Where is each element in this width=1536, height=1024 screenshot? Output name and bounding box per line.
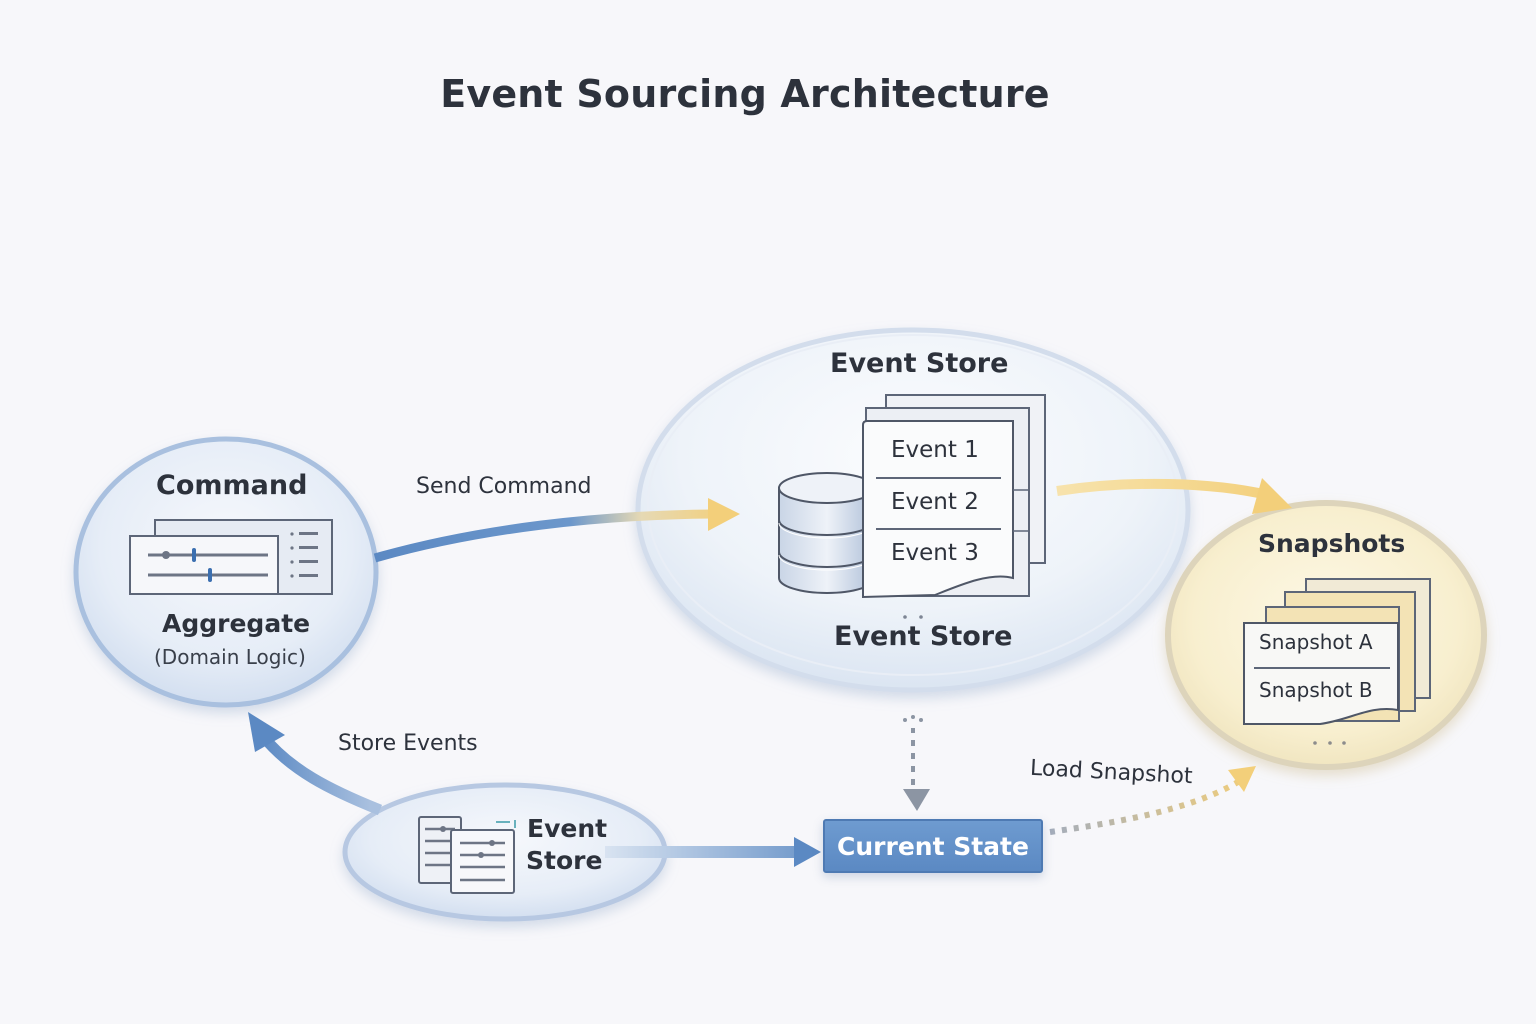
send-command-arrow (373, 509, 713, 563)
page-title: Event Sourcing Architecture (440, 72, 1050, 116)
event-store-small-line2: Store (526, 846, 603, 875)
domain-logic-caption: (Domain Logic) (154, 645, 306, 669)
snapshots-title: Snapshots (1258, 529, 1406, 558)
database-icon (778, 472, 876, 594)
current-state-box[interactable]: Current State (823, 819, 1043, 873)
snapshot-item-b: Snapshot B (1259, 678, 1373, 702)
dotted-down-arrow (903, 715, 930, 811)
send-command-arrowhead (708, 498, 740, 531)
snapshot-item-a: Snapshot A (1259, 630, 1373, 654)
event-pages-stack (862, 394, 1046, 619)
event-store-bubble-ring (647, 334, 1179, 676)
store-events-arrowhead (248, 712, 285, 752)
snapshot-pages-stack (1243, 578, 1431, 745)
event-store-title: Event Store (830, 348, 1009, 379)
event-store-small-line1: Event (527, 814, 608, 843)
store-events-label: Store Events (338, 731, 478, 756)
load-snapshot-arrow (1049, 766, 1256, 835)
event-item-3: Event 3 (891, 540, 979, 566)
documents-icon (418, 816, 516, 894)
send-command-label: Send Command (416, 474, 592, 499)
to-snapshots-arrow (1056, 478, 1270, 500)
to-snapshots-arrowhead (1252, 478, 1292, 514)
command-title: Command (156, 470, 308, 501)
to-current-state-arrowhead (794, 837, 821, 867)
sliders-panel-icon (129, 519, 333, 595)
event-item-2: Event 2 (891, 489, 979, 515)
event-store-footer: Event Store (834, 621, 1013, 652)
to-current-state-arrow (605, 846, 795, 858)
aggregate-label: Aggregate (162, 609, 311, 638)
event-item-1: Event 1 (891, 437, 979, 463)
store-events-arrow (257, 731, 383, 816)
